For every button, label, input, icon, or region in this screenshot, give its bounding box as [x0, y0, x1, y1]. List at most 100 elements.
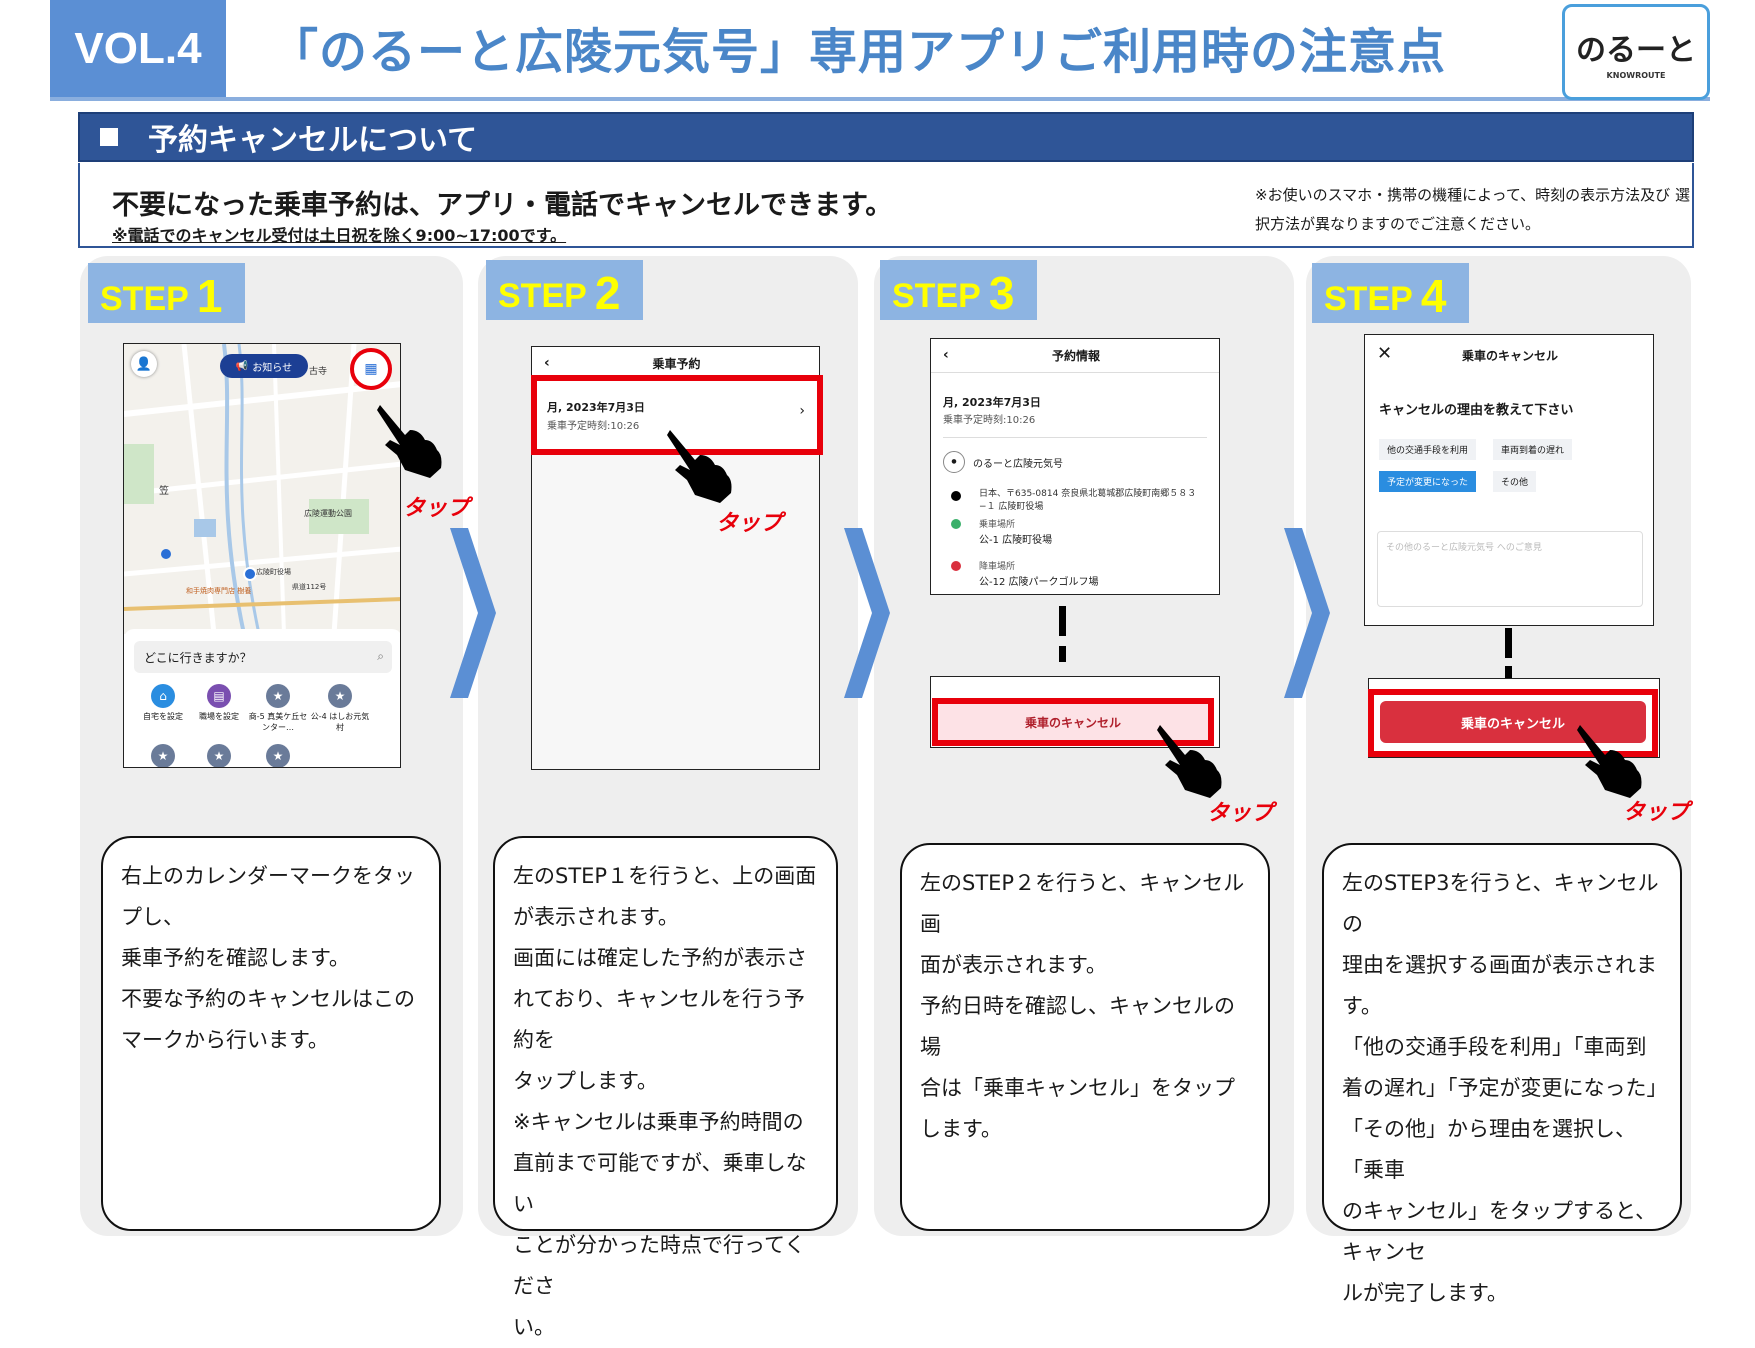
- shortcut-favorite-1-label: 商-5 真美ケ丘センター…: [248, 712, 308, 732]
- connector-dash: [1059, 606, 1066, 636]
- step3-word: STEP: [892, 277, 981, 315]
- feedback-textarea[interactable]: その他のるーと広陵元気号 へのご意見: [1377, 531, 1643, 607]
- reservation-date: 月, 2023年7月3日: [547, 401, 645, 414]
- step2-line: が表示されます。: [513, 905, 679, 929]
- cancel-question: キャンセルの理由を教えて下さい: [1379, 403, 1574, 418]
- page-title: 「のるーと広陵元気号」専用アプリご利用時の注意点: [270, 24, 1447, 80]
- map-view[interactable]: [124, 344, 401, 634]
- step3-line: 左のSTEP２を行うと、キャンセル画: [920, 871, 1245, 936]
- reservation-item[interactable]: 月, 2023年7月3日 乗車予定時刻:10:26 ›: [531, 375, 823, 455]
- header-divider: [50, 97, 1710, 101]
- next-arrow-icon: [844, 528, 890, 698]
- step4-line: ルが完了します。: [1342, 1281, 1508, 1305]
- briefcase-icon: ▤: [207, 684, 231, 708]
- step4-number: 4: [1420, 270, 1447, 322]
- reservation-info-title: 予約情報: [1051, 349, 1100, 363]
- step4-line: 理由を選択する画面が表示されま: [1342, 953, 1657, 977]
- step3-line: 面が表示されます。: [920, 953, 1107, 977]
- shortcut-favorite-2-label: 公-4 はしお元気村: [310, 712, 370, 732]
- info-device-note: ※お使いのスマホ・携帯の機種によって、時刻の表示方法及び 選択方法が異なりますの…: [1255, 186, 1690, 233]
- connector-dash: [1505, 666, 1512, 678]
- info-time: 乗車予定時刻:10:26: [943, 415, 1036, 426]
- step3-line: 合は「乗車キャンセル」をタップします。: [920, 1076, 1235, 1141]
- step2-line: ことが分かった時点で行ってくださ: [513, 1233, 806, 1298]
- home-icon: ⌂: [151, 684, 175, 708]
- map-label-kodera: 古寺: [309, 367, 328, 377]
- chevron-right-icon: ›: [799, 403, 805, 419]
- shortcut-favorite-1[interactable]: ★ 商-5 真美ケ丘センター…: [248, 684, 308, 733]
- info-phone-hours: ※電話でのキャンセル受付は土日祝を除く9:00~17:00です。: [112, 226, 567, 245]
- search-icon: ⌕: [377, 649, 384, 663]
- step1-line: マークから行います。: [121, 1028, 329, 1052]
- account-icon[interactable]: 👤: [131, 351, 157, 377]
- board-label: 乗車場所: [979, 520, 1016, 530]
- map-label-restaurant: 和手焼肉専門店 樹養: [186, 587, 252, 595]
- step1-number: 1: [196, 270, 223, 322]
- star-icon[interactable]: ★: [207, 744, 231, 767]
- step4-description: 左のSTEP3を行うと、キャンセルの 理由を選択する画面が表示されま す。 「他…: [1322, 843, 1682, 1305]
- step1-line: 乗車予約を確認します。: [121, 946, 350, 970]
- step2-number: 2: [594, 267, 621, 319]
- square-bullet-icon: [100, 128, 118, 146]
- step4-line: 「その他」から理由を選択し、「乗車: [1342, 1117, 1636, 1182]
- step2-word: STEP: [498, 277, 587, 315]
- step3-description: 左のSTEP２を行うと、キャンセル画 面が表示されます。 予約日時を確認し、キャ…: [900, 843, 1270, 1231]
- alight-dot-icon: [951, 561, 961, 571]
- pickup-address: 日本、〒635-0814 奈良県北葛城郡広陵町南郷５８３−１ 広陵町役場: [979, 489, 1197, 512]
- step2-line: れており、キャンセルを行う予約を: [513, 987, 805, 1052]
- step1-description: 右上のカレンダーマークをタップし、 乗車予約を確認します。 不要な予約のキャンセ…: [101, 836, 441, 1231]
- board-dot-icon: [951, 519, 961, 529]
- next-arrow-icon: [450, 528, 496, 698]
- shortcut-favorite-2[interactable]: ★ 公-4 はしお元気村: [310, 684, 370, 733]
- destination-search[interactable]: どこに行きますか？⌕: [134, 641, 392, 673]
- star-icon[interactable]: ★: [151, 744, 175, 767]
- logo-subtext: KNOWROUTE: [1606, 70, 1666, 80]
- map-label-townhall: 広陵町役場: [256, 568, 291, 576]
- pointing-hand-icon: [1577, 725, 1642, 798]
- step2-description: 左のSTEP１を行うと、上の画面 が表示されます。 画面には確定した予約が表示さ…: [493, 836, 838, 1339]
- back-chevron-icon[interactable]: ‹: [943, 347, 949, 363]
- info-date: 月, 2023年7月3日: [943, 396, 1041, 409]
- cancel-confirm-button[interactable]: 乗車のキャンセル: [1380, 701, 1646, 743]
- calendar-icon[interactable]: ▦: [350, 348, 392, 390]
- back-chevron-icon[interactable]: ‹: [544, 355, 550, 371]
- logo-text: のるーと: [1576, 32, 1696, 68]
- star-icon[interactable]: ★: [266, 744, 290, 767]
- step4-line: 着の遅れ」「予定が変更になった」: [1342, 1076, 1668, 1100]
- cancel-ride-label: 乗車のキャンセル: [1024, 715, 1121, 730]
- reason-other-transport[interactable]: 他の交通手段を利用: [1379, 439, 1477, 460]
- map-label-kasa: 笠: [159, 486, 169, 497]
- megaphone-icon: 📢: [235, 360, 249, 372]
- cancel-header: ✕乗車のキャンセル: [1365, 335, 1653, 375]
- step4-word: STEP: [1324, 280, 1413, 318]
- step2-line: い。: [513, 1315, 555, 1339]
- reservation-info-header: ‹ 予約情報: [931, 339, 1219, 373]
- notice-button[interactable]: 📢お知らせ: [220, 354, 308, 378]
- shortcut-work[interactable]: ▤職場を設定: [194, 684, 244, 722]
- close-icon[interactable]: ✕: [1377, 343, 1393, 364]
- notice-label: お知らせ: [252, 362, 293, 374]
- reservation-title: 乗車予約: [652, 357, 701, 371]
- knowroute-logo: のるーと KNOWROUTE: [1562, 4, 1710, 100]
- reason-vehicle-delay[interactable]: 車両到着の遅れ: [1493, 439, 1573, 460]
- reason-other[interactable]: その他: [1493, 471, 1537, 492]
- step1-screen: 👤 📢お知らせ 古寺 広陵運動公園 広陵町役場 和手焼肉専門店 樹養 県道112…: [123, 343, 401, 768]
- reason-plan-changed[interactable]: 予定が変更になった: [1379, 471, 1477, 492]
- step3-number: 3: [988, 267, 1015, 319]
- step1-word: STEP: [100, 280, 189, 318]
- step2-line: 直前まで可能ですが、乗車しない: [513, 1151, 807, 1216]
- feedback-placeholder: その他のるーと広陵元気号 へのご意見: [1386, 543, 1542, 553]
- cancel-ride-button[interactable]: 乗車のキャンセル: [932, 698, 1214, 746]
- tap-label: タップ: [1207, 801, 1274, 826]
- star-icon: ★: [266, 684, 290, 708]
- step2-line: 画面には確定した予約が表示さ: [513, 946, 807, 970]
- star-icon: ★: [328, 684, 352, 708]
- step2-line: 左のSTEP１を行うと、上の画面: [513, 864, 817, 888]
- connector-dash: [1505, 628, 1512, 658]
- step4-line: 左のSTEP3を行うと、キャンセルの: [1342, 871, 1659, 936]
- step3-line: 予約日時を確認し、キャンセルの場: [920, 994, 1235, 1059]
- step2-line: タップします。: [513, 1069, 658, 1093]
- shortcut-home[interactable]: ⌂自宅を設定: [138, 684, 188, 722]
